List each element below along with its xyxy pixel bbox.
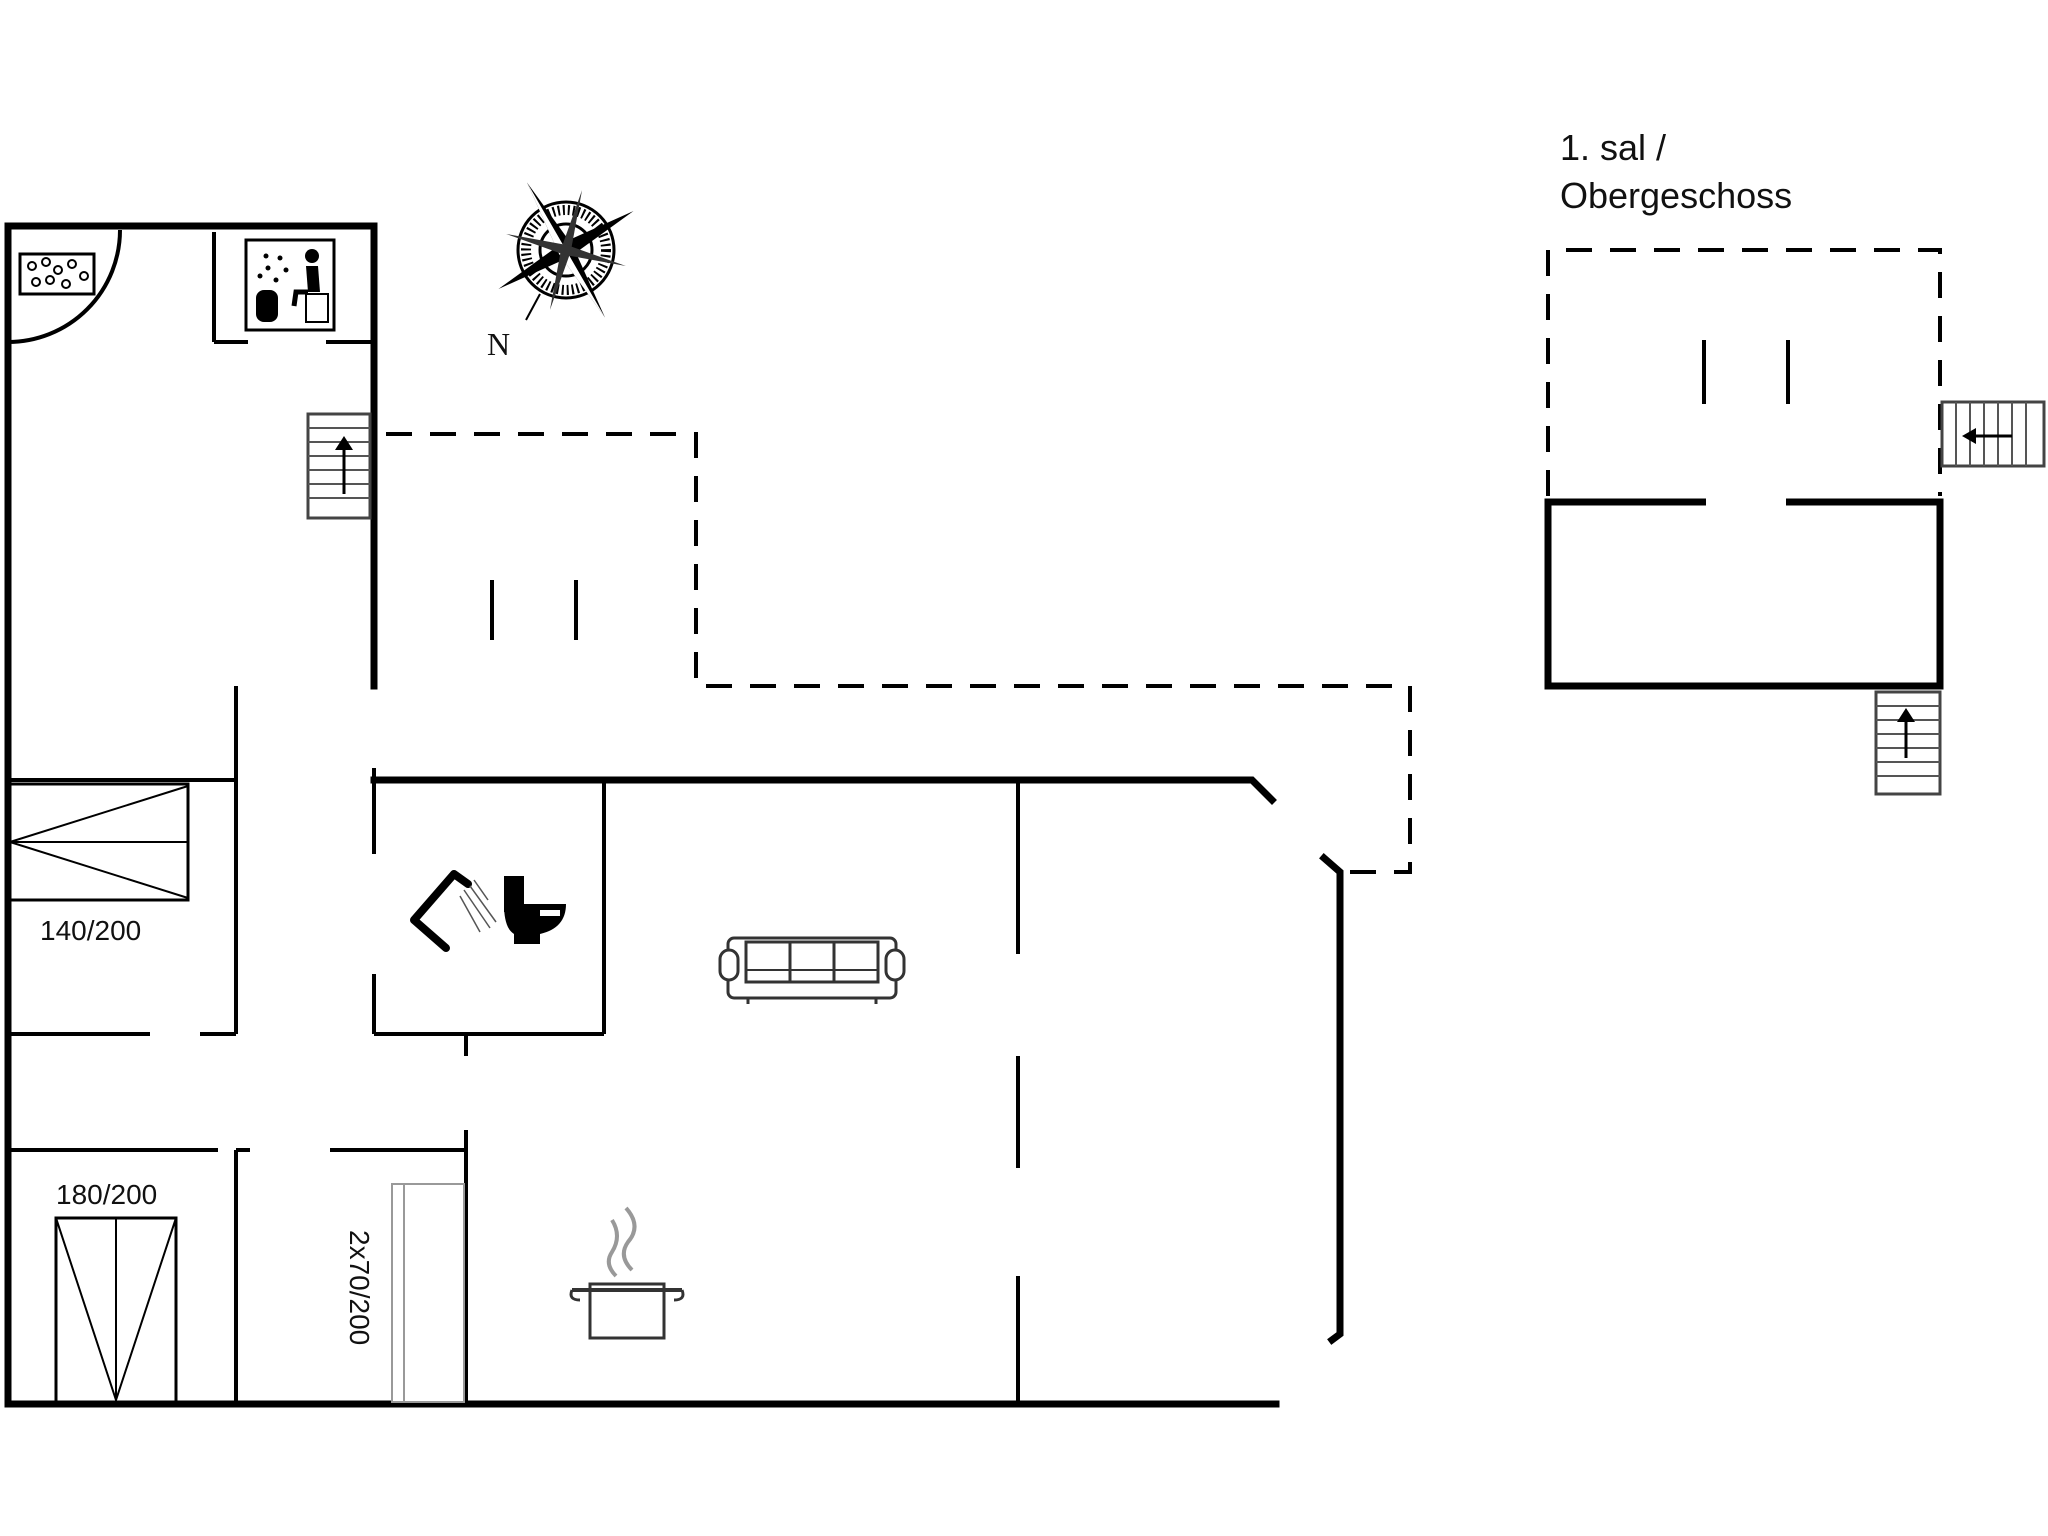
terrace-outline (386, 432, 1412, 874)
shower-icon (410, 870, 497, 952)
bed-140-200 (8, 782, 190, 902)
floor-label-line2: Obergeschoss (1560, 175, 1792, 216)
upper-stairs-east-icon (1940, 400, 2046, 468)
toilet-icon (504, 876, 566, 944)
bed-label-2x70-200: 2x70/200 (344, 1230, 375, 1345)
sofa-icon (718, 936, 906, 1004)
upper-floor-plan (1544, 248, 1944, 690)
upper-stairs-south-icon (1874, 690, 1942, 796)
bed-180-200 (54, 1216, 178, 1404)
compass-north-label: N (487, 326, 510, 362)
bed-label-140-200: 140/200 (40, 915, 141, 946)
ground-floor-walls (4, 222, 1344, 1408)
sauna-icon (244, 238, 336, 332)
cooking-pot-icon (569, 1206, 685, 1340)
floor-label-line1: 1. sal / (1560, 127, 1666, 168)
whirlpool-icon (18, 252, 96, 296)
stairs-icon (306, 412, 372, 520)
bed-label-180-200: 180/200 (56, 1179, 157, 1210)
bunk-bed-2x70-200 (391, 1183, 465, 1403)
compass-icon (498, 182, 634, 321)
